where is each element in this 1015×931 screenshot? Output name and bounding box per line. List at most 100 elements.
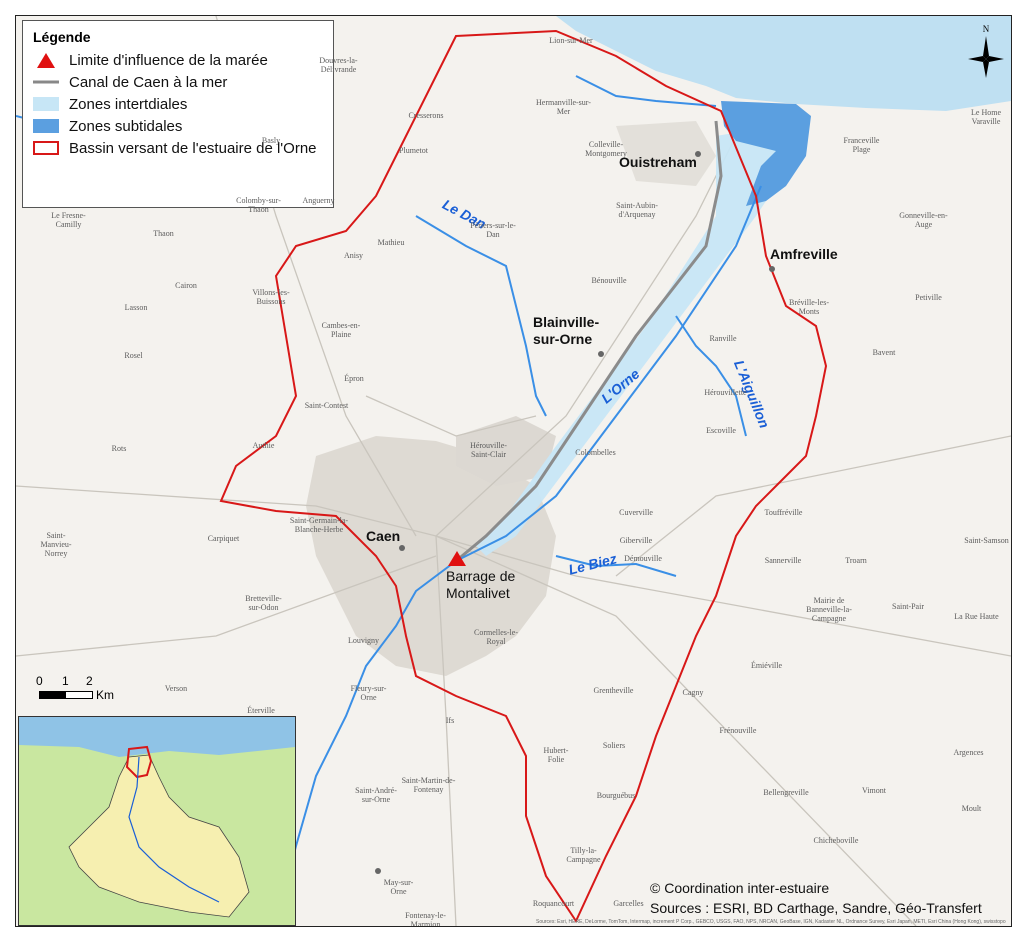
credit-sources: Sources : ESRI, BD Carthage, Sandre, Géo… xyxy=(650,900,982,916)
place-label: Colombelles xyxy=(575,448,616,457)
credit-coordination: © Coordination inter-estuaire xyxy=(650,880,830,896)
catchment-boundary xyxy=(219,29,828,924)
place-label: La Rue Haute xyxy=(954,612,999,621)
place-label: Carpiquet xyxy=(207,534,240,543)
place-label: Cresserons xyxy=(408,111,444,120)
sea-area xyxy=(556,16,1011,111)
place-label: Saint-Aubin-d'Arquenay xyxy=(616,201,658,219)
inset-sea xyxy=(19,717,295,757)
place-label: Chicheboville xyxy=(813,836,859,845)
place-label: Ifs xyxy=(445,716,455,725)
grey-line-icon xyxy=(33,74,59,90)
town-dot-amfreville xyxy=(769,266,775,272)
place-label: Cuverville xyxy=(619,508,653,517)
place-label: Colleville-Montgomery xyxy=(585,140,627,158)
place-label: Ranville xyxy=(709,334,737,343)
place-label: Saint-Germain-la-Blanche-Herbe xyxy=(289,516,349,534)
place-label: Cairon xyxy=(175,281,197,290)
place-label: Fontenay-le-Marmion xyxy=(405,911,446,927)
place-label: Franceville Plage xyxy=(843,136,880,154)
esri-attribution: Sources: Esri, HERE, DeLorme, TomTom, In… xyxy=(536,919,1006,925)
place-label: Rosel xyxy=(124,351,143,360)
place-label: Troarn xyxy=(845,556,867,565)
place-label: Démouville xyxy=(624,554,662,563)
inset-map xyxy=(18,716,296,926)
river-hermanville xyxy=(575,75,717,107)
town-label-barrage: Barrage de Montalivet xyxy=(446,568,516,601)
place-label: Hubert-Folie xyxy=(543,746,569,764)
canal-caen-mer xyxy=(455,120,723,563)
place-label: Bénouville xyxy=(591,276,627,285)
place-label: Bellengreville xyxy=(763,788,809,797)
scale-bar-graphic xyxy=(39,691,93,699)
place-label: Saint-Martin-de-Fontenay xyxy=(401,776,456,794)
town-dot-blainville xyxy=(598,351,604,357)
legend-label: Canal de Caen à la mer xyxy=(69,73,228,91)
place-label: Bourguébus xyxy=(596,791,636,800)
scale-tick-label: 0 xyxy=(36,674,43,688)
place-label: May-sur-Orne xyxy=(383,878,414,896)
light-blue-fill-icon xyxy=(33,96,59,112)
place-label: Périers-sur-le-Dan xyxy=(470,221,516,239)
place-label: Éterville xyxy=(247,706,275,715)
place-label: Mairie de Banneville-la-Campagne xyxy=(806,596,852,623)
place-label: Épron xyxy=(344,374,364,383)
river-dan xyxy=(415,215,547,417)
north-arrow-icon: N xyxy=(966,22,1006,82)
legend-item-intertidal: Zones intertdiales xyxy=(33,93,323,115)
legend-title: Légende xyxy=(33,29,91,45)
blue-fill-icon xyxy=(33,118,59,134)
scale-tick-label: 1 xyxy=(62,674,69,688)
place-label: Verson xyxy=(164,684,188,693)
place-label: Villons-les-Buissons xyxy=(252,288,290,306)
place-label: Argences xyxy=(953,748,984,757)
place-label: Fleury-sur-Orne xyxy=(350,684,387,702)
place-label: Soliers xyxy=(602,741,626,750)
place-label: Sannerville xyxy=(764,556,802,565)
map-frame[interactable]: Légende Limite d'influence de la marée C… xyxy=(15,15,1012,927)
place-label: Touffréville xyxy=(764,508,803,517)
place-label: Cagny xyxy=(682,688,704,697)
place-label: Petiville xyxy=(915,293,942,302)
inset-map-canvas xyxy=(19,717,295,918)
place-label: Frénouville xyxy=(719,726,757,735)
place-label: Anguerny xyxy=(302,196,335,205)
town-dot-caen xyxy=(399,545,405,551)
town-label-blainville: Blainville-sur-Orne xyxy=(533,314,600,347)
place-label: Bréville-les-Monts xyxy=(789,298,829,316)
scale-tick-label: 2 xyxy=(86,674,93,688)
place-label: Plumetot xyxy=(399,146,428,155)
road xyxy=(435,535,917,926)
legend-label: Limite d'influence de la marée xyxy=(69,51,268,69)
place-label: Le Fresne-Camilly xyxy=(51,211,86,229)
river-biez xyxy=(555,555,677,577)
road xyxy=(615,435,1011,577)
town-label-amfreville: Amfreville xyxy=(770,246,838,262)
intertidal-zone xyxy=(476,126,796,556)
red-outline-icon xyxy=(33,140,59,156)
place-label: Garcelles xyxy=(613,899,644,908)
place-label: Louvigny xyxy=(347,636,380,645)
place-label: Douvres-la-Délivrande xyxy=(319,56,358,74)
road xyxy=(16,555,437,657)
place-label: Giberville xyxy=(619,536,653,545)
place-label: Hérouvillette xyxy=(704,388,747,397)
scale-bar: 0 1 2 Km xyxy=(36,674,126,704)
place-label: Thaon xyxy=(153,229,174,238)
place-label: Lasson xyxy=(124,303,148,312)
road xyxy=(365,395,537,437)
town-label-ouistreham: Ouistreham xyxy=(619,154,697,170)
legend-label: Bassin versant de l'estuaire de l'Orne xyxy=(69,139,317,157)
place-label: Le Home Varaville xyxy=(971,108,1001,126)
river-orne xyxy=(275,185,762,926)
place-label: Hermanville-sur-Mer xyxy=(536,98,591,116)
scale-unit-label: Km xyxy=(96,688,114,702)
ouistreham-urban-area xyxy=(616,121,716,186)
place-label: Bretteville-sur-Odon xyxy=(245,594,282,612)
road xyxy=(435,535,457,926)
place-label: Basly xyxy=(261,136,281,145)
tide-limit-marker xyxy=(448,551,466,566)
place-label: Lion-sur-Mer xyxy=(549,36,593,45)
place-label: Hérouville-Saint-Clair xyxy=(470,441,507,459)
legend-item-canal: Canal de Caen à la mer xyxy=(33,71,323,93)
